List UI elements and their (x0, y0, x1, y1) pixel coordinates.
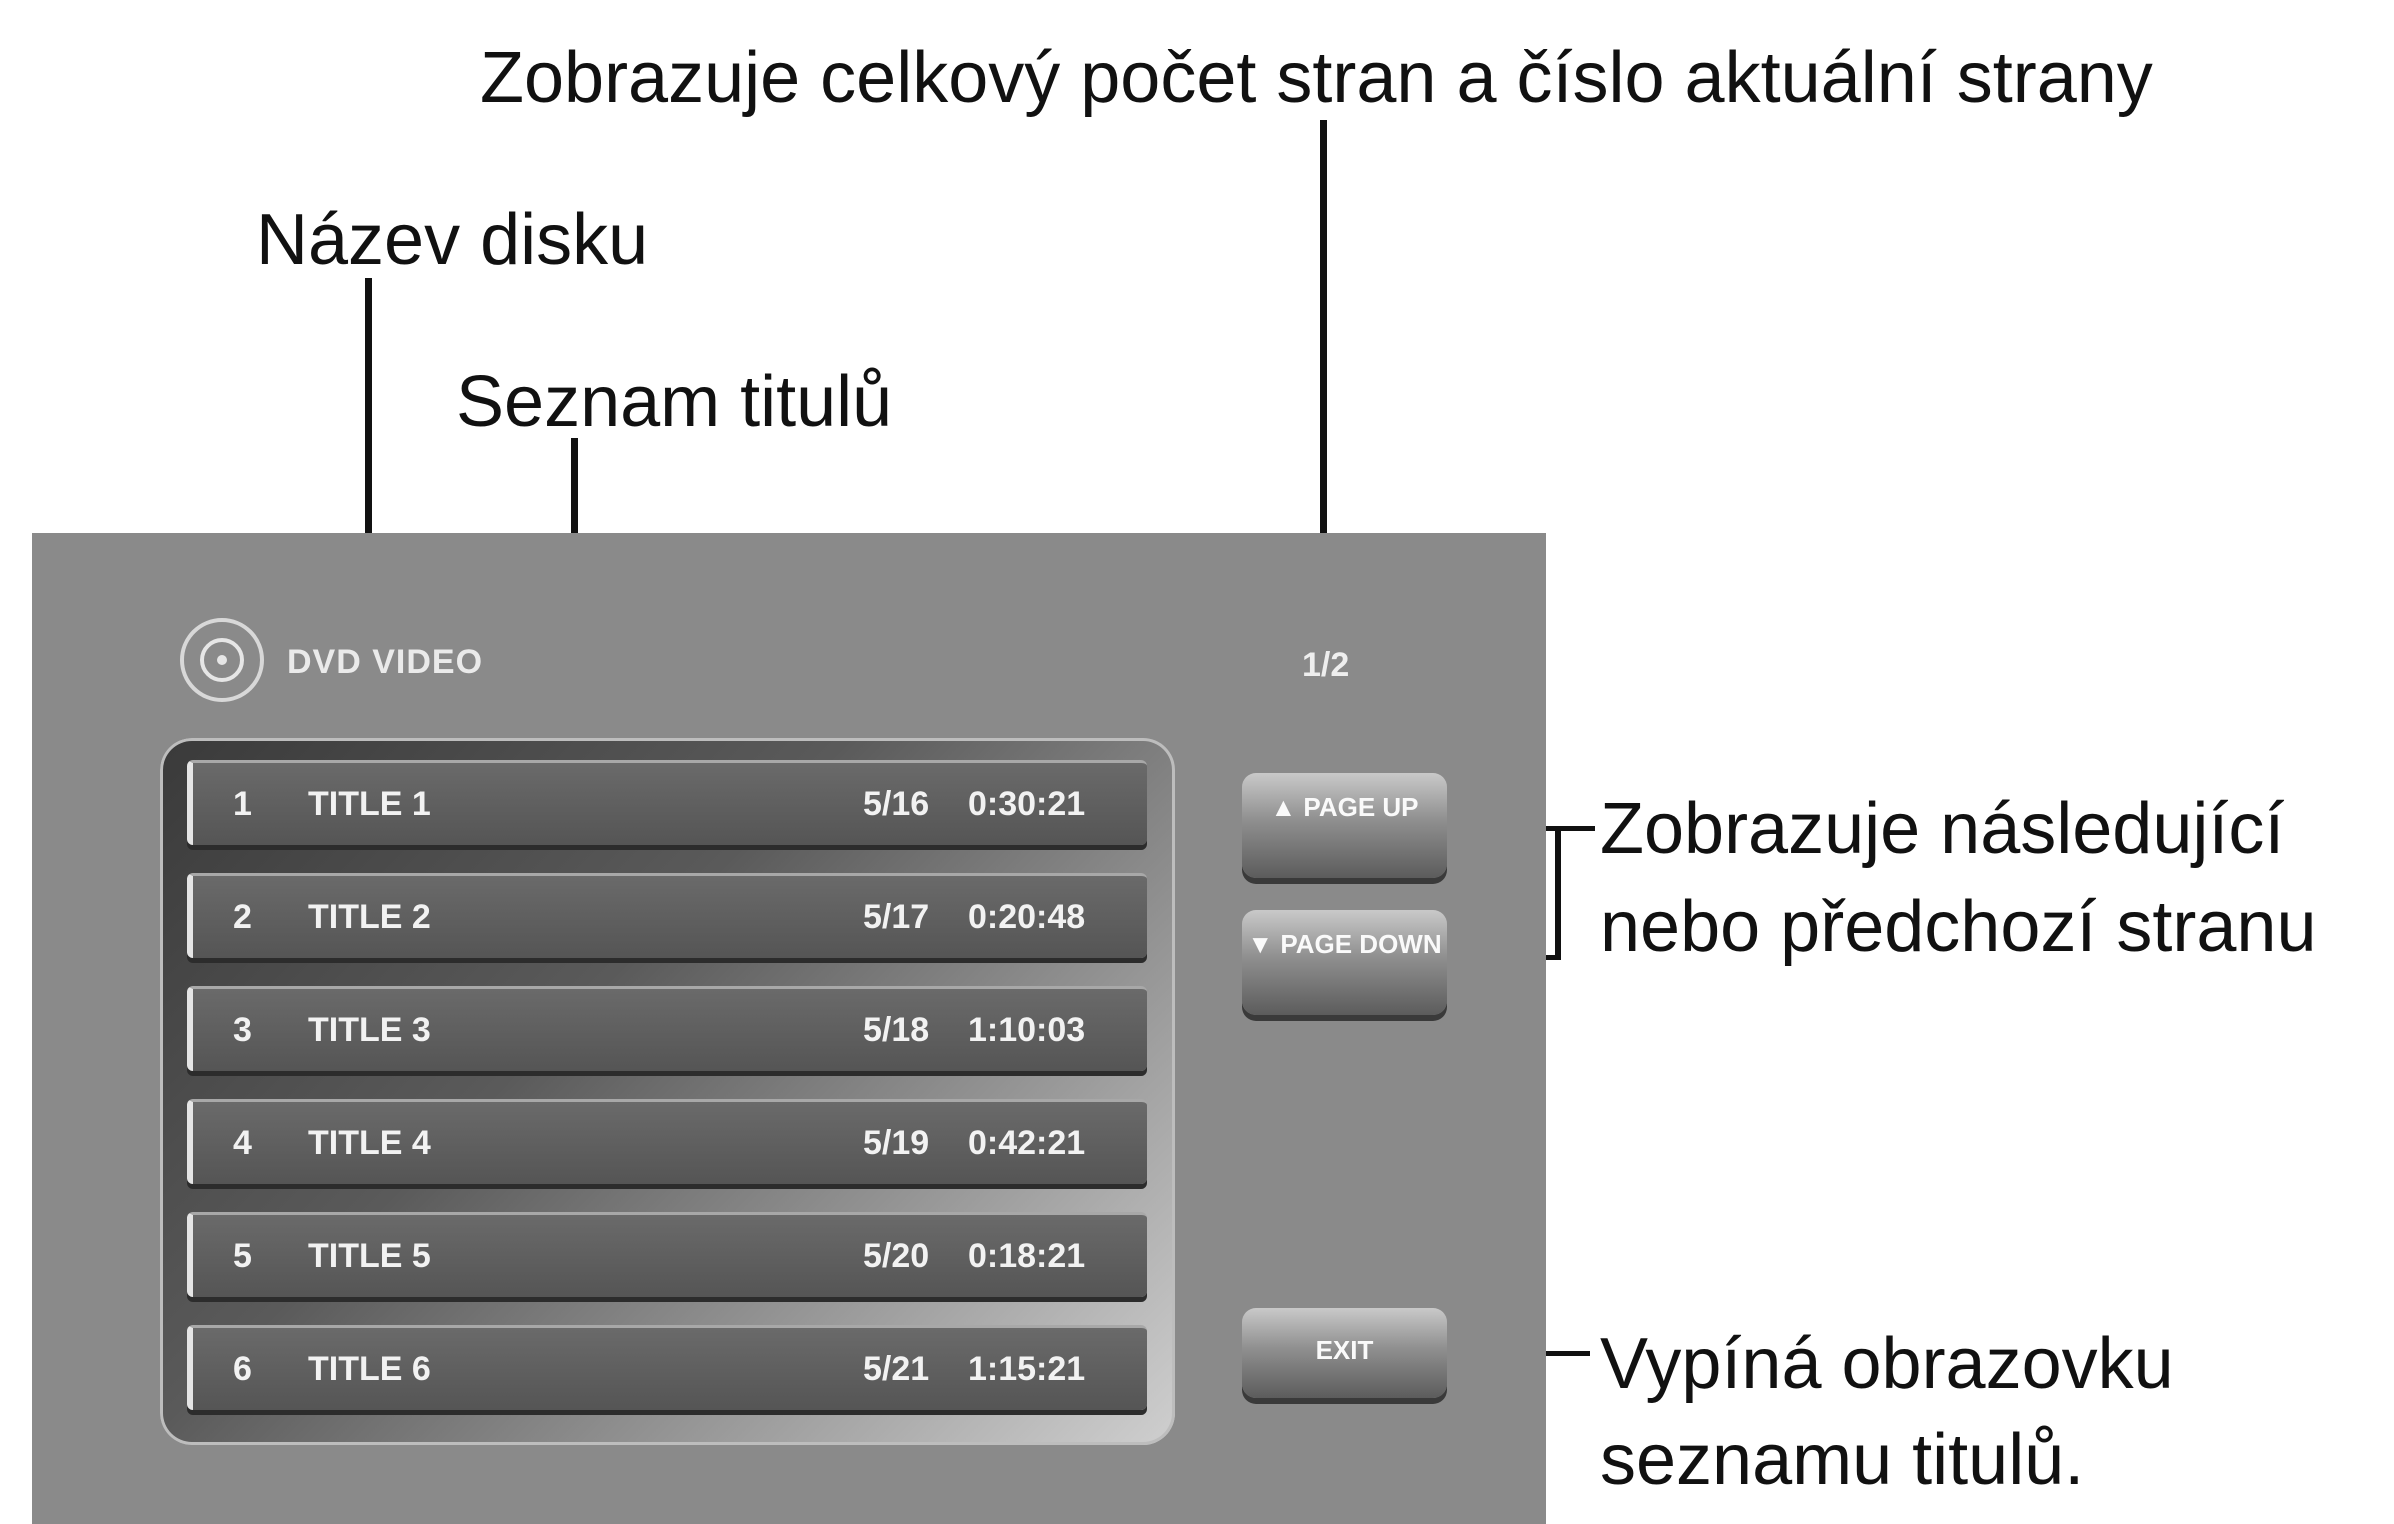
title-time: 0:30:21 (968, 785, 1086, 823)
leader-line-page-info (1320, 120, 1327, 665)
title-number: 2 (233, 898, 252, 936)
page-indicator: 1/2 (1302, 646, 1350, 684)
title-chapter: 5/20 (863, 1237, 930, 1275)
disc-center-dot (217, 655, 227, 665)
title-name: TITLE 4 (308, 1124, 431, 1162)
title-row[interactable]: 3 TITLE 3 5/18 1:10:03 (187, 986, 1147, 1071)
title-time: 1:10:03 (968, 1011, 1086, 1049)
leader-bracket-vertical (1555, 826, 1561, 960)
title-name: TITLE 6 (308, 1350, 431, 1388)
disc-inner-ring (200, 638, 244, 682)
leader-line-disc-name (365, 278, 372, 596)
title-chapter: 5/17 (863, 898, 930, 936)
exit-button[interactable]: EXIT (1242, 1308, 1447, 1398)
title-chapter: 5/19 (863, 1124, 930, 1162)
title-row[interactable]: 2 TITLE 2 5/17 0:20:48 (187, 873, 1147, 958)
page-up-button[interactable]: ▲ PAGE UP (1242, 773, 1447, 878)
title-chapter: 5/18 (863, 1011, 930, 1049)
title-number: 5 (233, 1237, 252, 1275)
callout-page-nav-line1: Zobrazuje následující (1600, 789, 2285, 869)
callout-title-list: Seznam titulů (456, 362, 893, 442)
title-number: 6 (233, 1350, 252, 1388)
title-name: TITLE 5 (308, 1237, 431, 1275)
page-down-button[interactable]: ▼ PAGE DOWN (1242, 910, 1447, 1015)
callout-exit-line1: Vypíná obrazovku (1600, 1324, 2174, 1404)
callout-disc-name: Název disku (256, 200, 649, 280)
title-time: 0:20:48 (968, 898, 1086, 936)
title-number: 4 (233, 1124, 252, 1162)
title-number: 1 (233, 785, 252, 823)
title-chapter: 5/21 (863, 1350, 930, 1388)
title-time: 0:18:21 (968, 1237, 1086, 1275)
title-row[interactable]: 1 TITLE 1 5/16 0:30:21 (187, 760, 1147, 845)
title-time: 0:42:21 (968, 1124, 1086, 1162)
disc-icon (180, 618, 264, 702)
title-time: 1:15:21 (968, 1350, 1086, 1388)
disc-name-label: DVD VIDEO (287, 643, 484, 681)
callout-page-info: Zobrazuje celkový počet stran a číslo ak… (480, 38, 2153, 118)
title-row[interactable]: 4 TITLE 4 5/19 0:42:21 (187, 1099, 1147, 1184)
title-row[interactable]: 6 TITLE 6 5/21 1:15:21 (187, 1325, 1147, 1410)
callout-exit-line2: seznamu titulů. (1600, 1420, 2085, 1500)
title-chapter: 5/16 (863, 785, 930, 823)
title-row[interactable]: 5 TITLE 5 5/20 0:18:21 (187, 1212, 1147, 1297)
title-number: 3 (233, 1011, 252, 1049)
title-name: TITLE 3 (308, 1011, 431, 1049)
title-name: TITLE 2 (308, 898, 431, 936)
callout-page-nav-line2: nebo předchozí stranu (1600, 887, 2317, 967)
title-name: TITLE 1 (308, 785, 431, 823)
